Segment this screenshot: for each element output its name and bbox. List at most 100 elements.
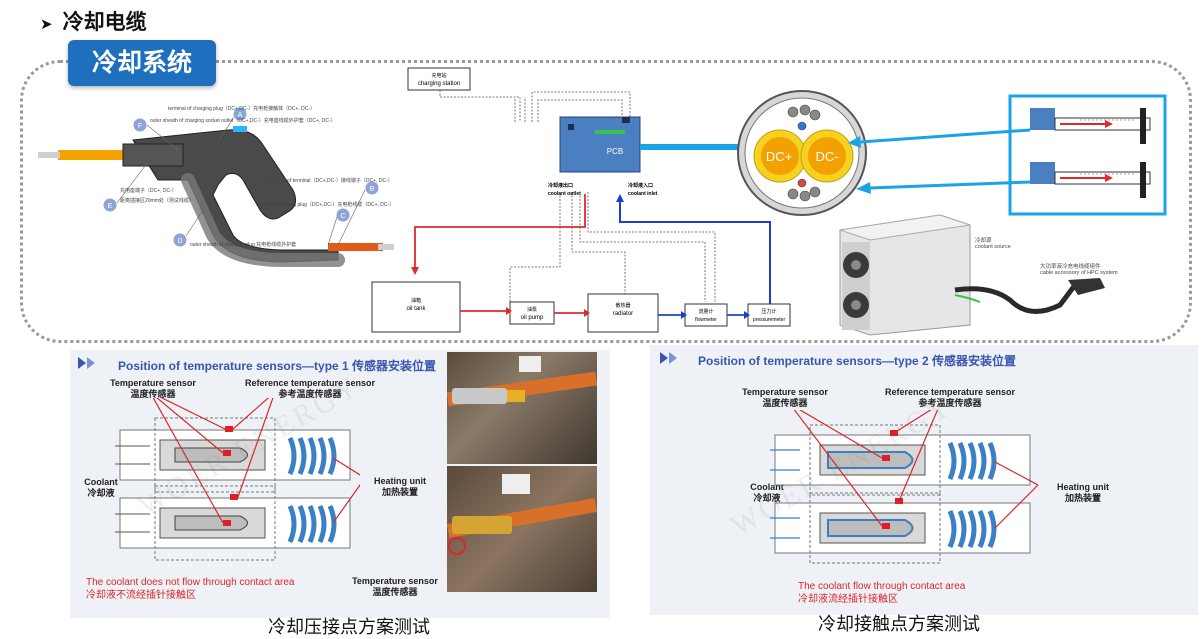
panel1-connector-drawing (115, 398, 360, 561)
socket-cable-orange (58, 150, 168, 160)
panel2-ref-sensor-label: Reference temperature sensor 参考温度传感器 (880, 387, 1020, 409)
panel2-temp-sensor-en: Temperature sensor (742, 387, 828, 397)
panel1-heating-en: Heating unit (374, 476, 426, 486)
panel2-caption: 冷却接触点方案测试 (818, 614, 980, 634)
callout-a-label: A (238, 112, 243, 119)
panel2-title: Position of temperature sensors—type 2 传… (698, 354, 1017, 368)
panel1-coolant-label: Coolant 冷却液 (76, 477, 126, 499)
hpc-cable (954, 278, 1105, 314)
callout-b-label: B (370, 186, 375, 193)
oil-tank-box (371, 281, 461, 333)
callout-b-text: terminal of terminal（DC+,DC-）接线端子（DC+, D… (268, 177, 393, 184)
panel1-note-en: The coolant does not flow through contac… (86, 577, 295, 588)
cable-accessory-cn: 大功率液冷充电线缆组件 (1040, 264, 1101, 270)
cable-cross-section: DC+ DC- (737, 90, 867, 216)
coolant-inlet-en: coolant inlet (628, 191, 658, 197)
panel1-ref-sensor-cn: 参考温度传感器 (278, 389, 342, 399)
panel1-note: The coolant does not flow through contac… (86, 576, 294, 602)
system-frame (20, 60, 1192, 343)
radiator-en: radiator (613, 311, 633, 317)
panel1-title: Position of temperature sensors—type 1 传… (118, 359, 437, 373)
callout-a (232, 106, 248, 122)
callout-e-text-1: 充电座端子（DC+, DC-） (120, 187, 177, 194)
panel2-temp-sensor-label: Temperature sensor 温度传感器 (740, 387, 830, 409)
callout-b (364, 180, 380, 196)
pcb-led (595, 130, 625, 134)
callout-e-text-2: 距离插接区20mm处（测试线缆） (120, 197, 194, 204)
pcb-label: PCB (607, 147, 623, 156)
photo-sensor-bottom (446, 466, 598, 592)
panel2-temp-sensor-cn: 温度传感器 (762, 398, 808, 408)
panel2-note-en: The coolant flow through contact area (798, 581, 966, 592)
coolant-outlet-en: coolant outlet (548, 191, 581, 197)
panel1-arrow-icon (78, 356, 102, 374)
radiator-box (587, 293, 659, 333)
callout-c (335, 207, 351, 223)
pressuremeter-cn: 压力计 (761, 308, 776, 315)
panel2-note-cn: 冷却液流经插针接触区 (798, 594, 898, 605)
flowmeter-cn: 流量计 (698, 308, 713, 315)
panel2-heating-label: Heating unit 加热装置 (1048, 482, 1118, 504)
panel2-arrow-icon (660, 351, 684, 369)
panel2-heating-en: Heating unit (1057, 482, 1109, 492)
oil-tank-en: oil tank (406, 306, 426, 312)
terminal-frame (1008, 94, 1167, 216)
panel1-photo-temp-en: Temperature sensor (352, 576, 438, 586)
callout-e (102, 197, 118, 213)
panel2-coolant-label: Coolant 冷却液 (742, 482, 792, 504)
panel1-caption: 冷却压接点方案测试 (268, 617, 430, 637)
panel1-temp-sensor-en: Temperature sensor (110, 378, 196, 388)
arrow-bullet-icon: ➤ (40, 16, 53, 33)
panel1-photo-temp-label: Temperature sensor 温度传感器 (350, 576, 440, 598)
callout-f-text: outer sheath of charging socket outlet（D… (150, 117, 336, 124)
panel2-ref-sensor-cn: 参考温度传感器 (918, 398, 982, 408)
pressuremeter-en: pressuremeter (753, 317, 786, 323)
charging-station-cn: 充电站 (431, 72, 446, 79)
panel2-coolant-cn: 冷却液 (753, 493, 781, 503)
coolant-source-unit (839, 214, 971, 336)
callout-a-text: terminal of charging plug（DC+,DC-）充电枪接触体… (168, 105, 315, 112)
terminal-flow-arrows (848, 94, 1167, 216)
radiator-cn: 散热器 (615, 302, 630, 309)
callout-c-text: cable of charging plug（DC+,DC-）充电枪线缆（DC+… (258, 201, 394, 208)
panel1-coolant-en: Coolant (84, 477, 118, 487)
dc-minus-label: DC- (815, 149, 838, 164)
callout-d-text: outer sheath of charging plug 充电枪线缆外护套 (190, 241, 296, 248)
panel1-ref-sensor-en: Reference temperature sensor (244, 378, 376, 388)
cable-accessory-en: cable accessory of HPC system (1040, 270, 1118, 276)
panel1-temp-sensor-label: Temperature sensor 温度传感器 (108, 378, 198, 400)
photo-sensor-top (446, 352, 598, 464)
panel2-coolant-en: Coolant (750, 482, 784, 492)
oil-pump-cn: 油泵 (527, 306, 537, 313)
panel2-note: The coolant flow through contact area 冷却… (798, 580, 965, 606)
callout-e-label: E (108, 203, 113, 210)
charging-station-en: charging station (418, 81, 460, 87)
callout-c-label: C (340, 213, 345, 220)
oil-pump-en: oil pump (521, 315, 544, 321)
panel1-ref-sensor-label: Reference temperature sensor 参考温度传感器 (240, 378, 380, 400)
page-title-text: 冷却电缆 (62, 11, 147, 34)
page-title: ➤ 冷却电缆 (40, 6, 147, 36)
plug-pin (378, 244, 394, 250)
coolant-source-en: coolant source (975, 244, 1011, 250)
panel2-heating-cn: 加热装置 (1064, 493, 1101, 503)
flowmeter-en: flowmeter (695, 317, 717, 323)
charging-station-box (407, 67, 471, 91)
coolant-outlet-cn: 冷却液出口 (548, 182, 573, 189)
panel1-coolant-cn: 冷却液 (87, 488, 115, 498)
panel1-temp-sensor-cn: 温度传感器 (130, 389, 176, 399)
coolant-inlet-cn: 冷却液入口 (628, 182, 653, 189)
plug-cable-orange (328, 243, 383, 251)
panel1-heating-cn: 加热装置 (381, 487, 418, 497)
panel2-connector-drawing (770, 410, 1039, 564)
callout-d (172, 232, 188, 248)
callout-d-label: D (177, 238, 182, 245)
coolant-source-cn: 冷却源 (975, 238, 992, 244)
coolant-outlet-line (414, 194, 586, 272)
oil-tank-cn: 油箱 (411, 297, 421, 304)
panel1-photo-temp-cn: 温度传感器 (372, 587, 418, 597)
charging-gun-drawing: F A E D B C outer sheath of charging soc… (38, 105, 394, 267)
dc-plus-label: DC+ (766, 149, 792, 164)
coolant-return-line (619, 197, 771, 312)
callout-f-label: F (138, 123, 142, 130)
